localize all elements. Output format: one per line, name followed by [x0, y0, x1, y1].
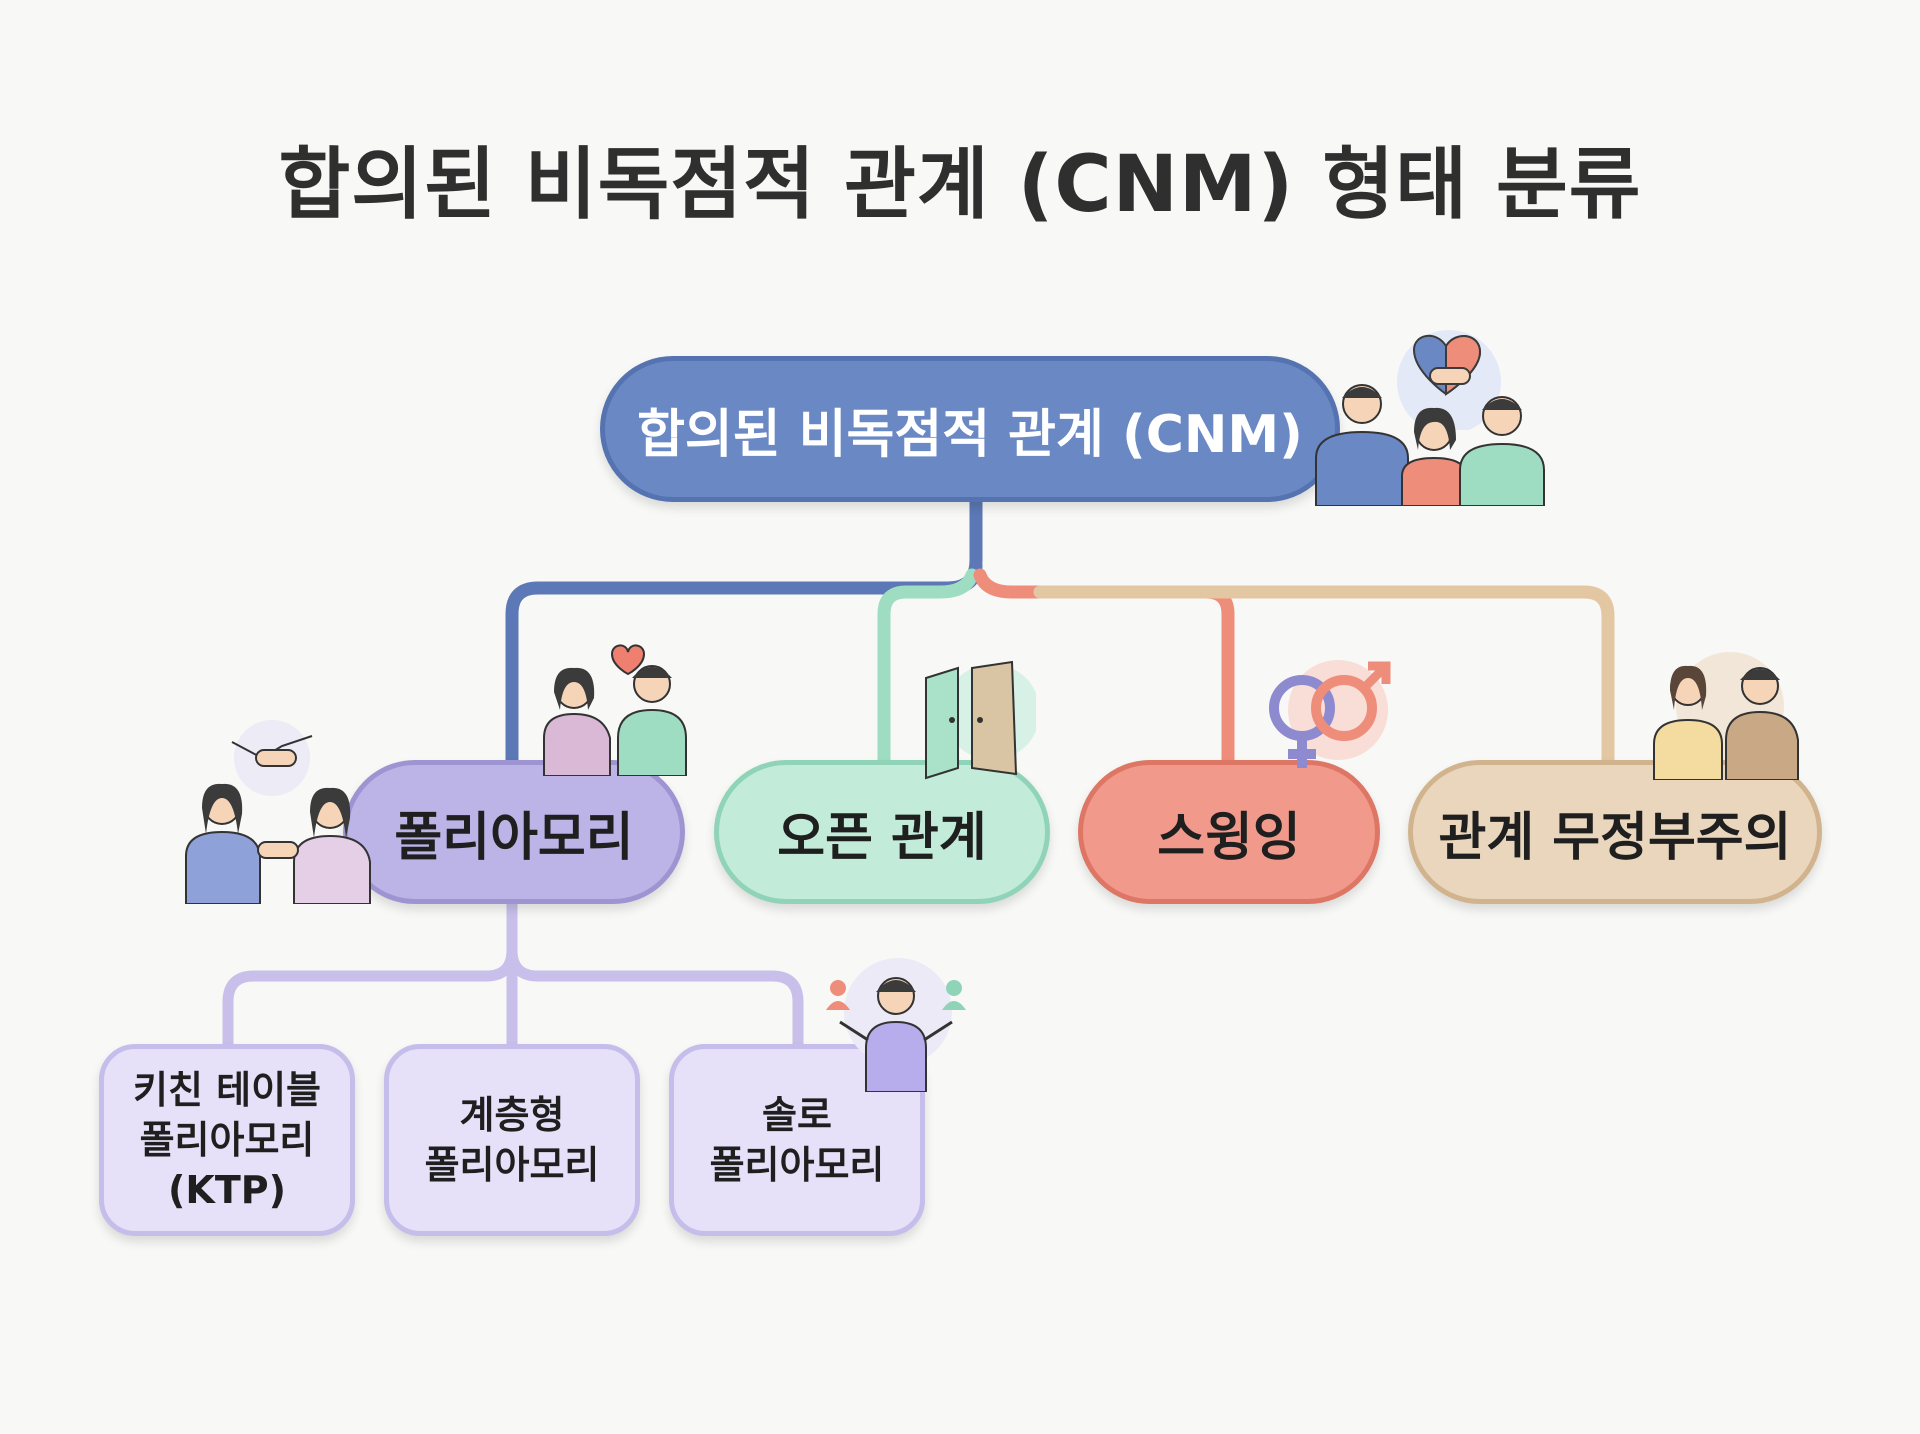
root-node-cnm: 합의된 비독점적 관계 (CNM) — [600, 356, 1340, 502]
leaf-kitchen-table-polyamory: 키친 테이블 폴리아모리 (KTP) — [99, 1044, 355, 1236]
gender-symbols-icon — [1269, 660, 1391, 768]
branch-relationship-anarchy: 관계 무정부주의 — [1408, 760, 1822, 904]
handshake-icon — [231, 720, 313, 796]
leaf-hierarchical-polyamory: 계층형 폴리아모리 — [384, 1044, 640, 1236]
page-title: 합의된 비독점적 관계 (CNM) 형태 분류 — [278, 140, 1642, 230]
two-women-holding-hands-icon — [185, 783, 371, 904]
open-door-icon — [925, 660, 1036, 780]
branch-polyamory: 폴리아모리 — [343, 760, 685, 904]
branch-swinging: 스윙잉 — [1078, 760, 1380, 904]
two-friends-icon — [1653, 652, 1799, 780]
branch-open-relationship: 오픈 관계 — [714, 760, 1050, 904]
person-balancing-icon — [826, 958, 966, 1092]
group-of-three-people-icon — [1315, 384, 1545, 506]
couple-heart-icon — [543, 644, 687, 776]
handshake-heart-icon — [1397, 330, 1501, 430]
